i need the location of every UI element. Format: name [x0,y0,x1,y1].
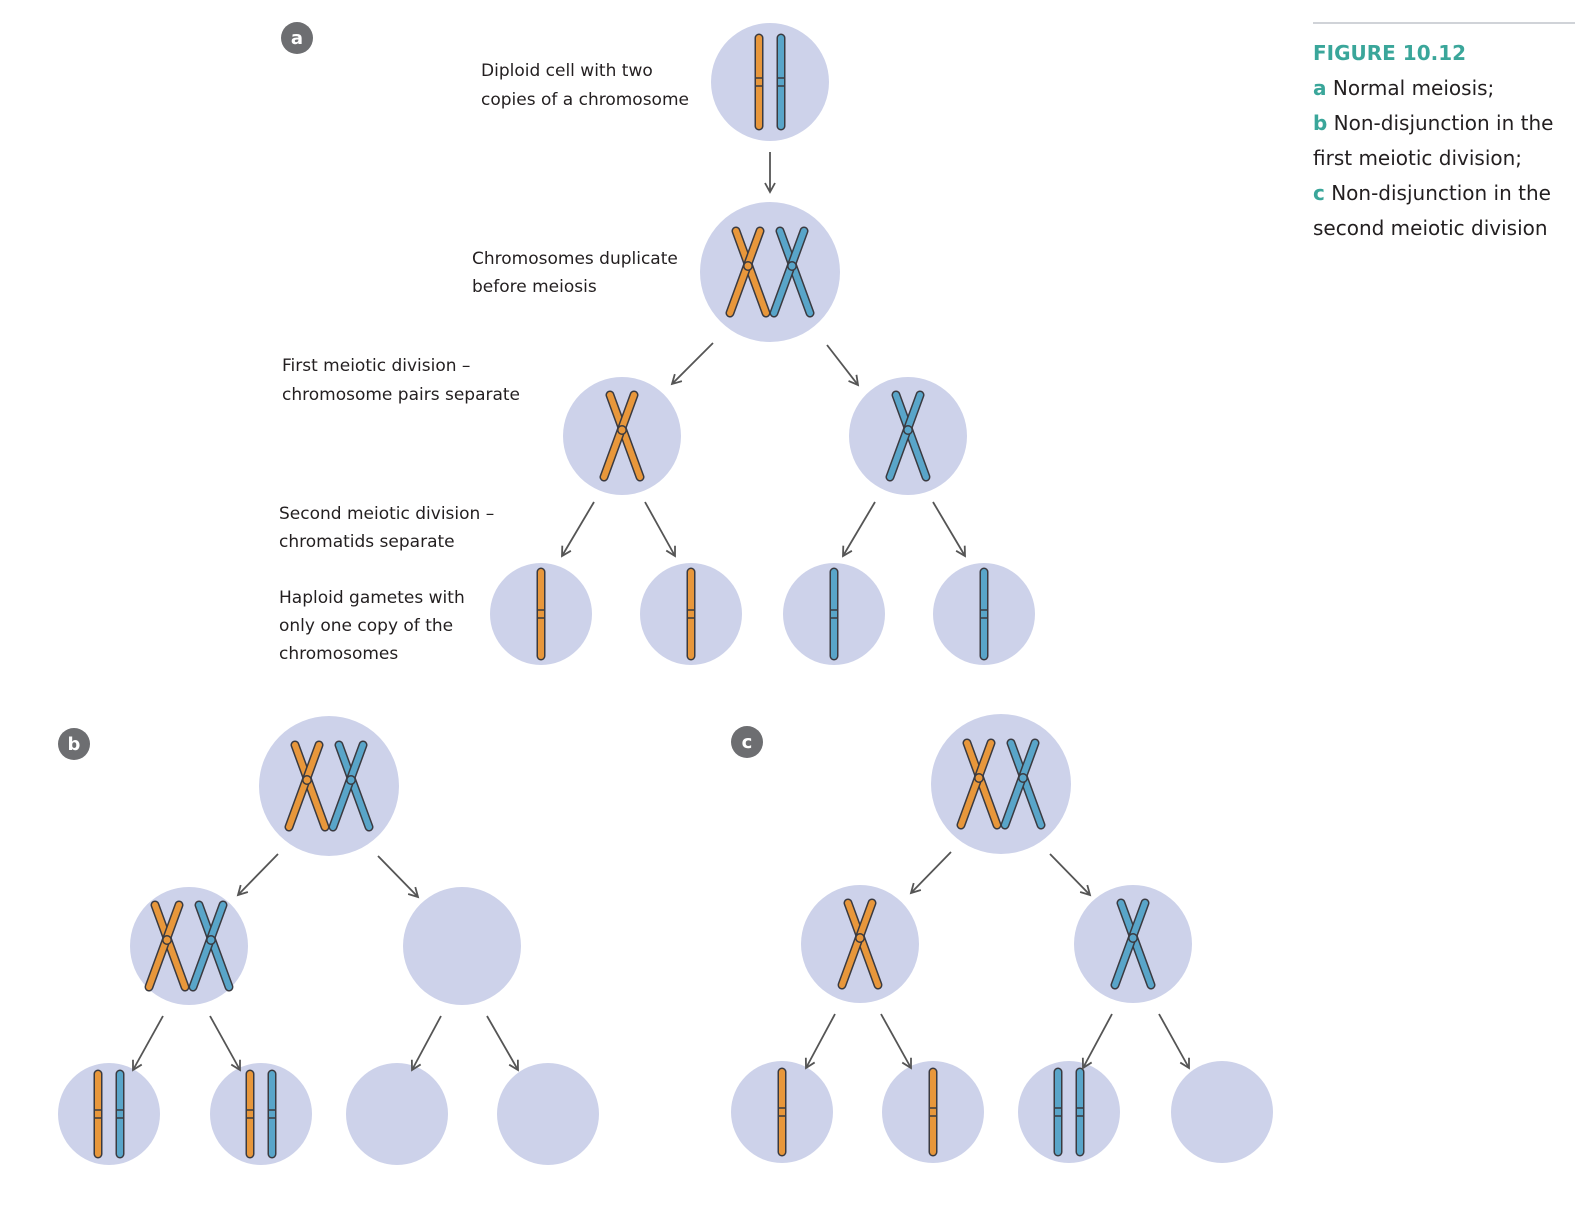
b-arrow-right-gamete-4 [486,1015,519,1072]
a-diploid-cell [711,23,829,141]
caption-letter-b: b [1313,111,1328,135]
a-gamete-3 [783,563,885,665]
a-gamete-2 [640,563,742,665]
caption-text-b: Non-disjunction in the first meiotic div… [1313,111,1554,170]
c-division1-left-cell [801,885,919,1003]
panel-c-badge: c [731,726,763,758]
caption-part-b: b Non-disjunction in the first meiotic d… [1313,106,1575,176]
a-arrow-left-gamete-2 [644,501,676,558]
caption-letter-c: c [1313,181,1325,205]
a-arrow-to-right [826,344,860,387]
a-division1-right-cell [849,377,967,495]
svg-text:a: a [291,28,303,49]
a-arrow-right-gamete-4 [932,501,966,558]
a-gamete-4 [933,563,1035,665]
b-arrow-left-gamete-1 [132,1015,164,1072]
a-label-second-division: Second meiotic division –chromatids sepa… [279,504,494,552]
c-gamete-1 [731,1061,833,1163]
b-gamete-4 [497,1063,599,1165]
svg-text:c: c [742,732,753,753]
b-division1-right-cell [403,887,521,1005]
c-arrow-to-left [909,851,952,895]
a-duplicated-cell [700,202,840,342]
caption-letter-a: a [1313,76,1327,100]
b-arrow-right-gamete-3 [410,1015,442,1072]
a-label-first-division: First meiotic division –chromosome pairs… [282,356,520,405]
svg-text:b: b [68,734,81,755]
b-arrow-to-right [377,855,420,899]
caption-part-a: a Normal meiosis; [1313,71,1575,106]
caption-text-c: Non-disjunction in the second meiotic di… [1313,181,1551,240]
c-duplicated-cell [931,714,1071,854]
b-gamete-2 [210,1063,312,1165]
b-arrow-left-gamete-2 [209,1015,241,1072]
b-duplicated-cell [259,716,399,856]
b-arrow-to-left [236,853,279,897]
b-gamete-1 [58,1063,160,1165]
panel-b-badge: b [58,728,90,760]
c-arrow-right-gamete-4 [1158,1013,1190,1070]
caption-text-a: Normal meiosis; [1326,76,1495,100]
c-gamete-2 [882,1061,984,1163]
a-arrow-right-gamete-3 [842,501,876,558]
c-division1-right-cell [1074,885,1192,1003]
b-gamete-3 [346,1063,448,1165]
c-gamete-3 [1018,1061,1120,1163]
a-gamete-1 [490,563,592,665]
c-arrow-to-right [1049,853,1092,897]
a-arrow-left-gamete-1 [561,501,595,558]
c-arrow-left-gamete-1 [804,1013,836,1070]
panel-a-badge: a [281,22,313,54]
caption-part-c: c Non-disjunction in the second meiotic … [1313,176,1575,246]
c-arrow-right-gamete-3 [1081,1013,1113,1070]
a-division1-left-cell [563,377,681,495]
figure-caption: FIGURE 10.12 a Normal meiosis; b Non-dis… [1313,22,1575,246]
a-arrow-to-left [670,342,714,386]
figure-title: FIGURE 10.12 [1313,41,1467,65]
b-division1-left-cell [130,887,248,1005]
c-gamete-4 [1171,1061,1273,1163]
c-arrow-left-gamete-2 [880,1013,912,1070]
